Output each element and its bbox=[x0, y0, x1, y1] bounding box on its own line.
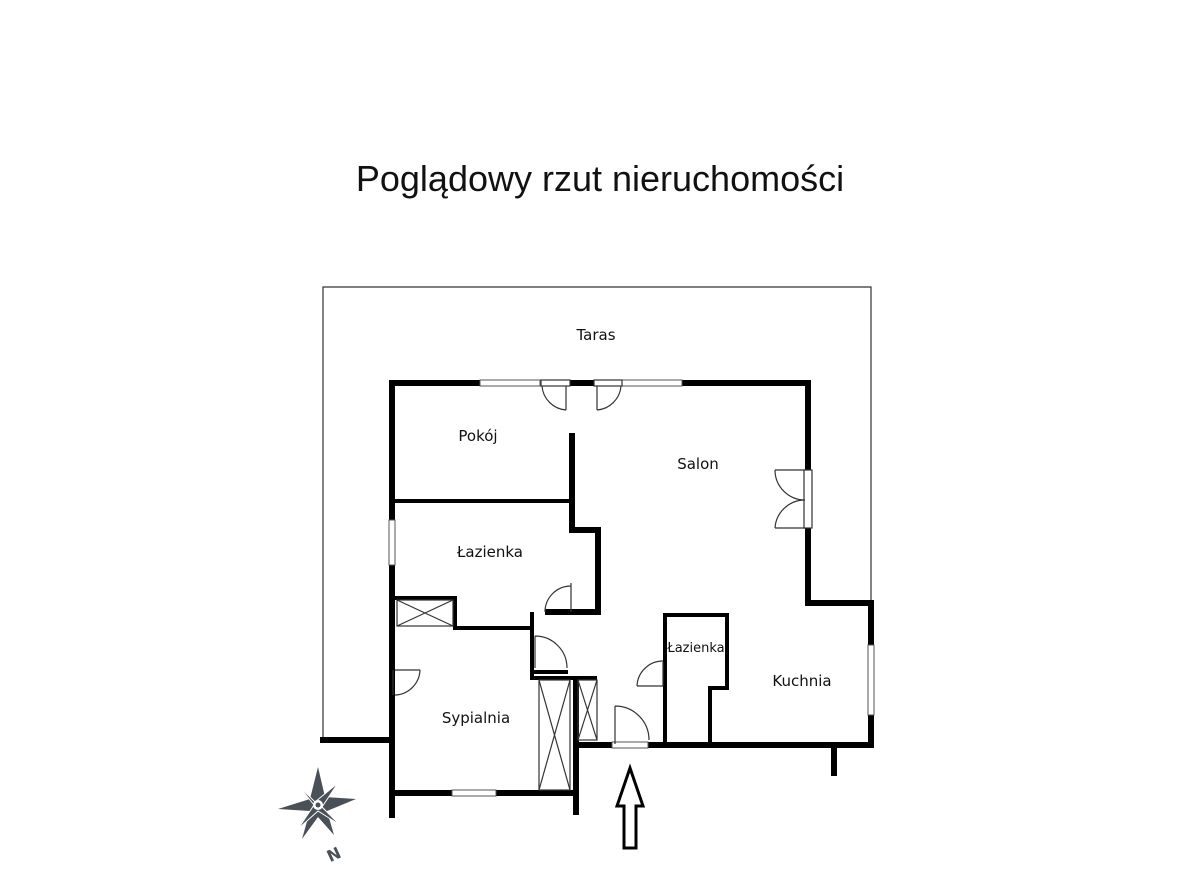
room-label-terrace: Taras bbox=[575, 326, 615, 344]
room-label-kitchen: Kuchnia bbox=[772, 672, 831, 690]
room-label-bedroom: Sypialnia bbox=[442, 709, 510, 727]
walls bbox=[389, 380, 874, 818]
compass-icon: N bbox=[278, 767, 356, 866]
windows bbox=[388, 379, 875, 797]
room-label-room: Pokój bbox=[458, 427, 497, 445]
compass-north-label: N bbox=[324, 843, 344, 866]
entrance-door-threshold bbox=[611, 741, 649, 749]
room-label-bathroom-2: Łazienka bbox=[666, 641, 724, 656]
room-label-bathroom-1: Łazienka bbox=[456, 543, 523, 561]
entrance-arrow-icon bbox=[614, 763, 646, 850]
terrace-outline bbox=[320, 286, 872, 743]
wardrobes bbox=[396, 599, 598, 791]
doors bbox=[392, 379, 813, 744]
room-label-living-room: Salon bbox=[677, 455, 719, 473]
page-title: Poglądowy rzut nieruchomości bbox=[355, 158, 845, 199]
